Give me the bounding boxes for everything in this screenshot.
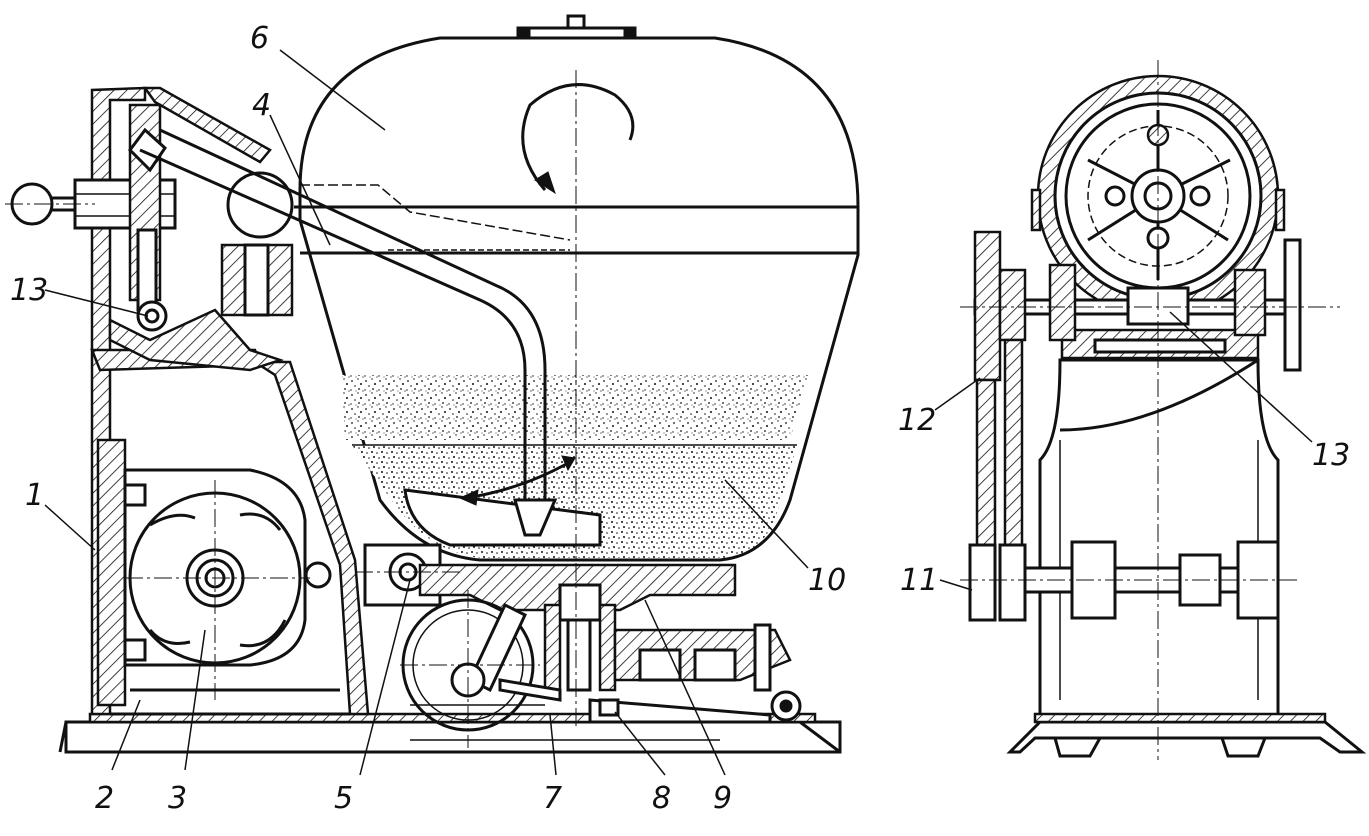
motor bbox=[123, 468, 332, 667]
frame bbox=[90, 86, 370, 716]
label-12: 12 bbox=[898, 403, 936, 438]
label-13-main: 13 bbox=[10, 273, 48, 308]
label-4: 4 bbox=[252, 88, 271, 123]
label-8: 8 bbox=[652, 781, 671, 816]
label-10: 10 bbox=[808, 563, 846, 598]
material-fill bbox=[342, 375, 808, 440]
rotation-arrow bbox=[521, 83, 635, 191]
leader-lines bbox=[44, 49, 809, 776]
label-1: 1 bbox=[25, 478, 44, 513]
label-11: 11 bbox=[900, 563, 938, 598]
label-9: 9 bbox=[713, 781, 732, 816]
center-lines bbox=[5, 70, 577, 748]
label-6: 6 bbox=[250, 21, 269, 56]
lower-drive bbox=[363, 543, 802, 732]
part-labels: 1 2 3 4 5 6 7 8 9 10 13 11 12 13 bbox=[10, 21, 1350, 816]
label-2: 2 bbox=[95, 781, 114, 816]
side-view bbox=[934, 60, 1367, 760]
label-13-side: 13 bbox=[1312, 438, 1350, 473]
main-view bbox=[5, 14, 860, 776]
label-7: 7 bbox=[543, 781, 562, 816]
label-5: 5 bbox=[334, 781, 353, 816]
mixing-arm bbox=[139, 128, 602, 547]
upper-pivot-assembly bbox=[10, 103, 294, 332]
label-3: 3 bbox=[168, 781, 187, 816]
